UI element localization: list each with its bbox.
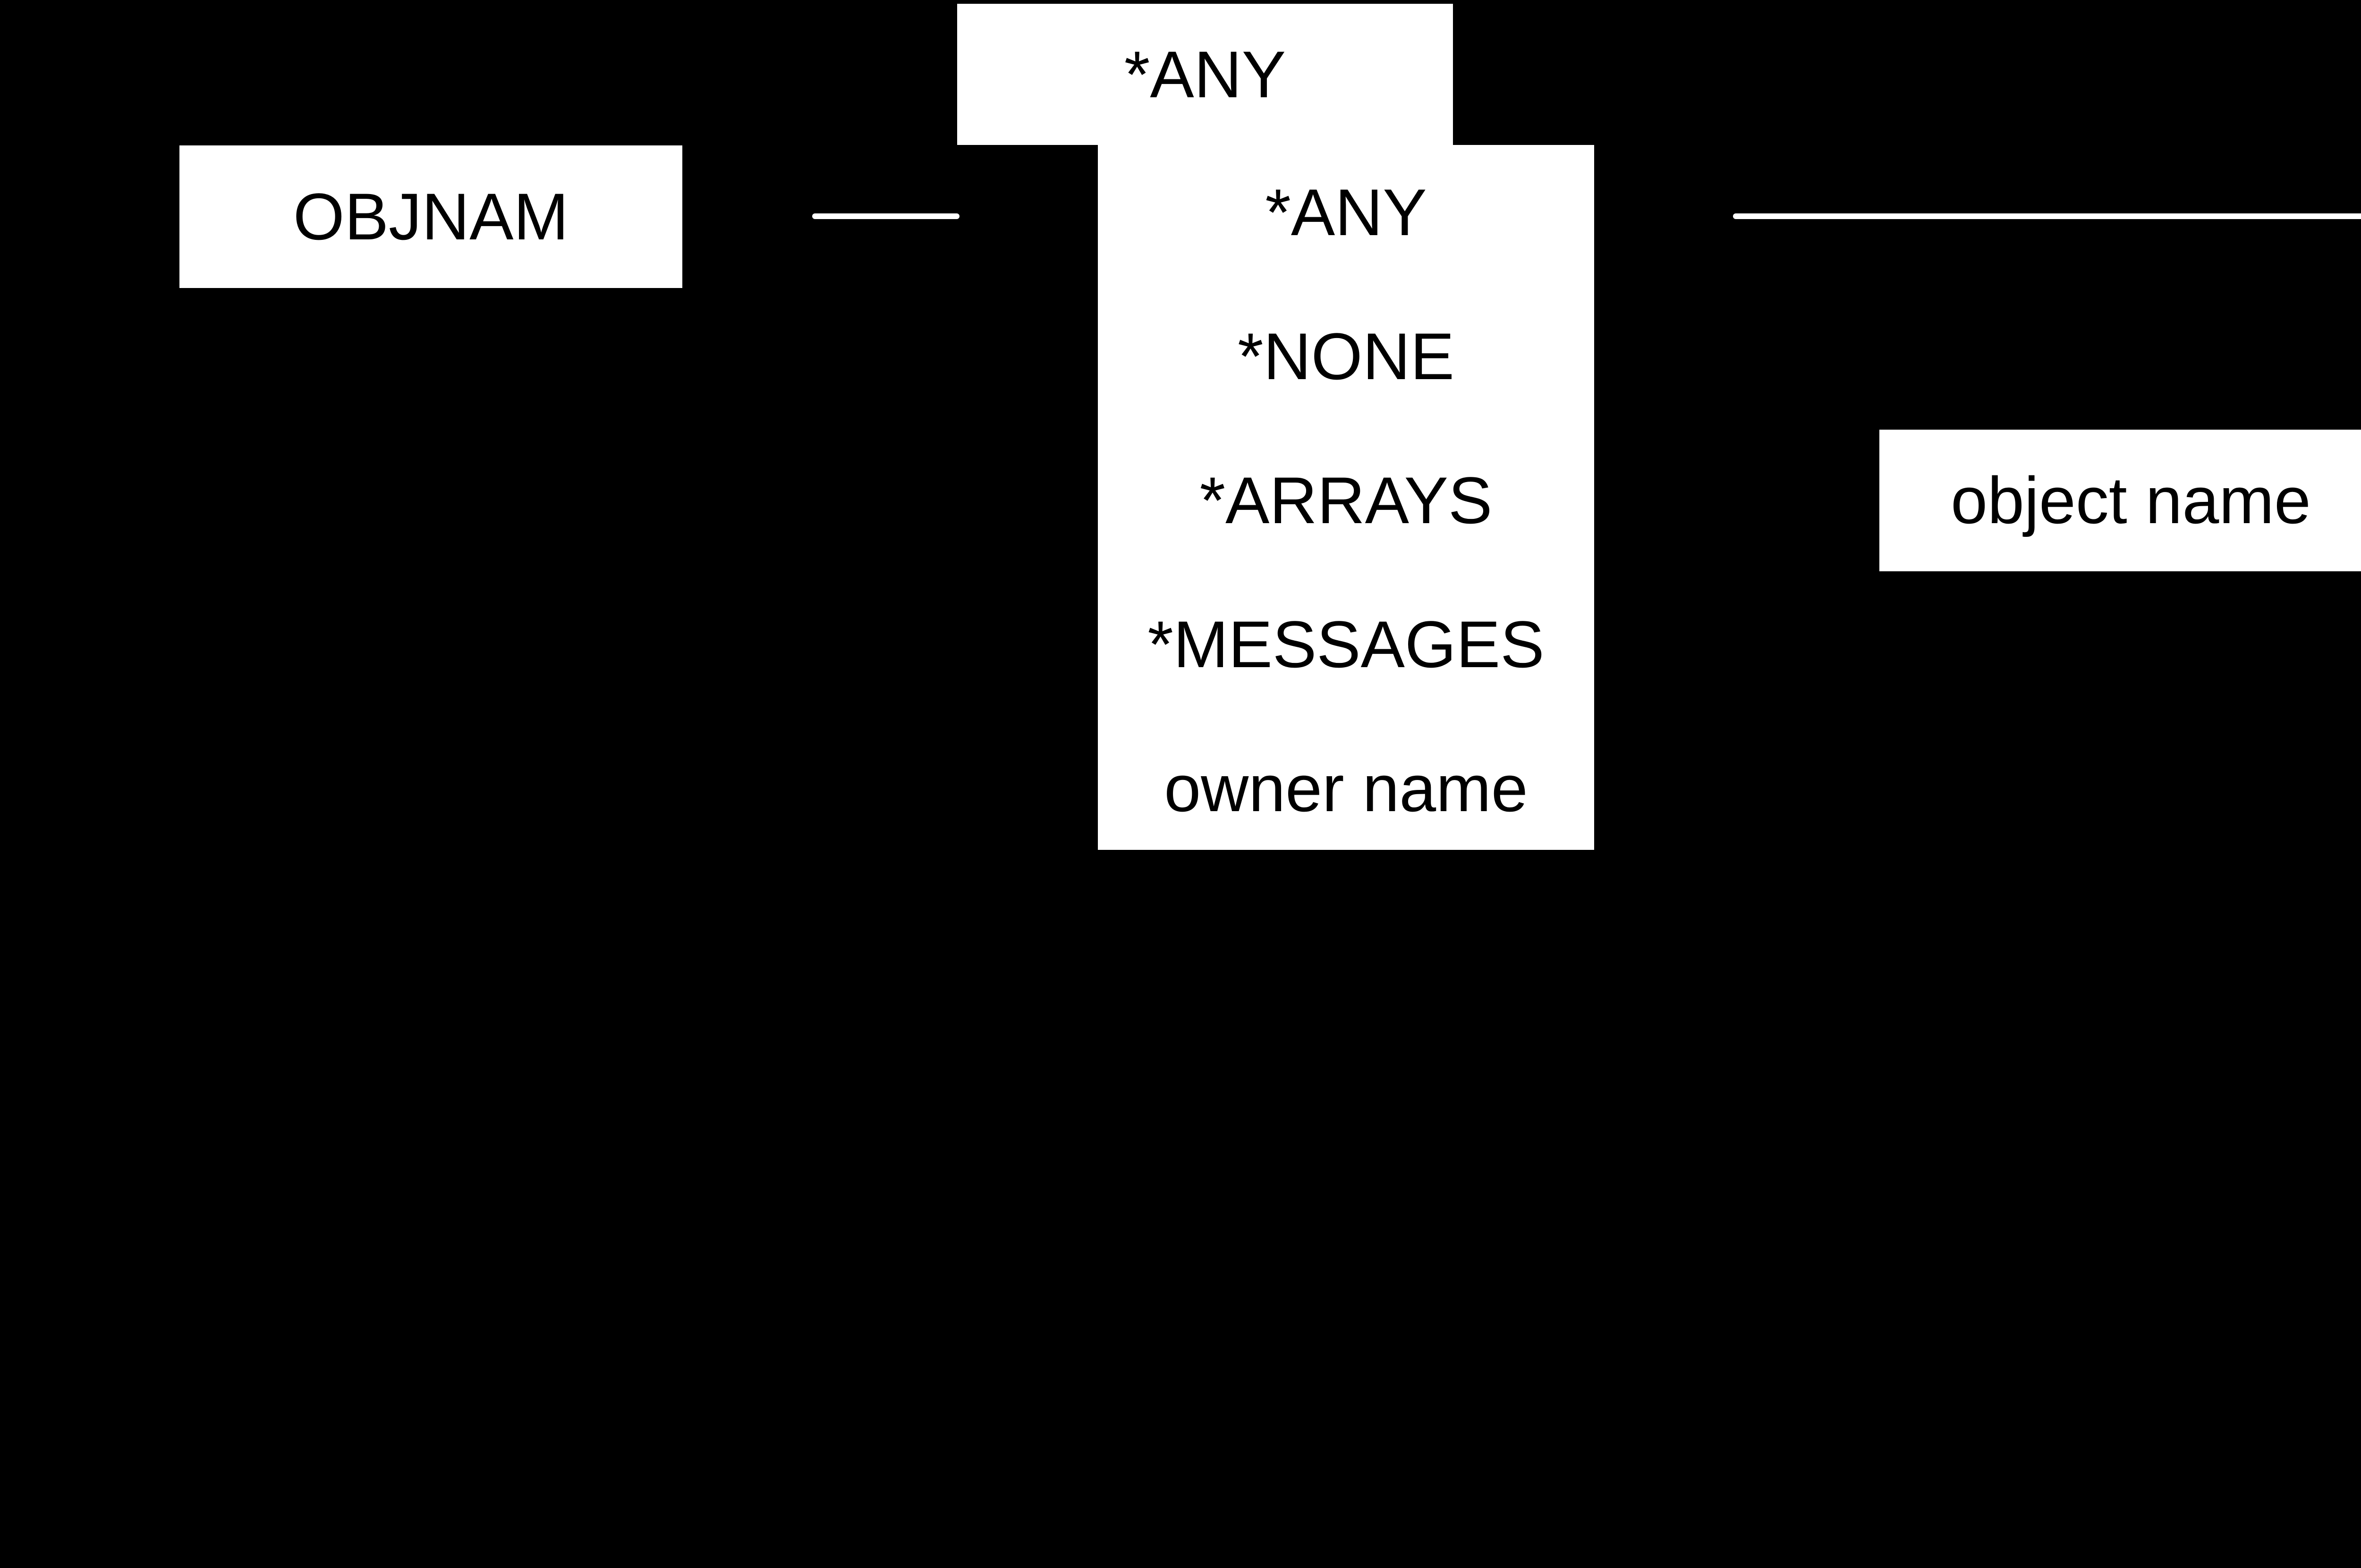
name-choice-item: *NONE [1238, 319, 1454, 393]
name-choice-item: owner name [1164, 751, 1528, 825]
object-name-label: object name [1951, 463, 2311, 537]
syntax-line-main-segment [1733, 213, 2361, 219]
objnam-keyword-box: OBJNAM [179, 145, 682, 288]
name-choice-item: *MESSAGES [1147, 607, 1545, 681]
name-choice-item: *ARRAYS [1199, 463, 1493, 537]
object-name-box: object name [1879, 430, 2361, 571]
default-value-box: *ANY [957, 4, 1453, 145]
name-choices-stack-box: *ANY *NONE *ARRAYS *MESSAGES owner name [1098, 145, 1594, 850]
name-choice-item: *ANY [1265, 175, 1427, 249]
default-value-label: *ANY [1124, 37, 1286, 111]
objnam-keyword-label: OBJNAM [293, 179, 569, 254]
syntax-line-left-segment [812, 213, 960, 219]
